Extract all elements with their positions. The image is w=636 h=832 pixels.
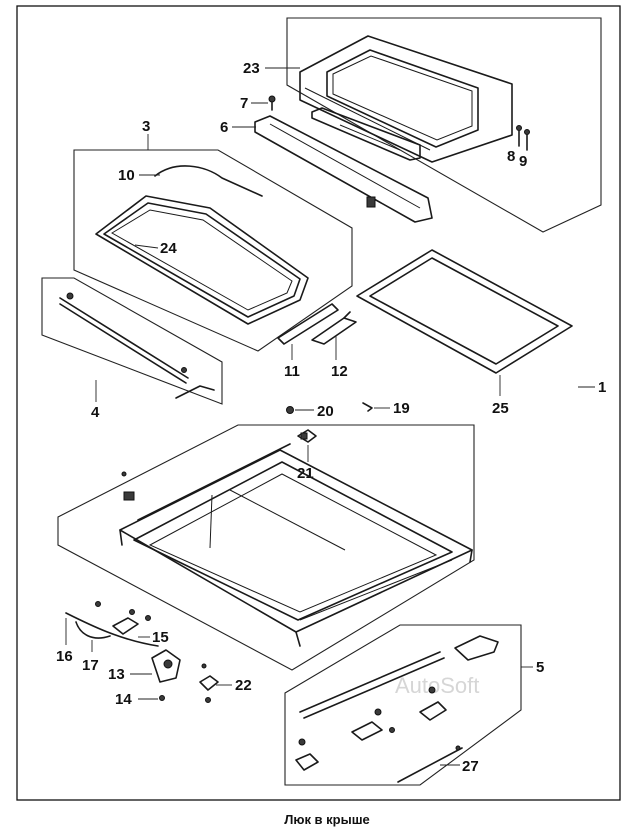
part-23-rail — [311, 107, 421, 161]
part-22-switch — [199, 663, 219, 703]
callout-12: 12 — [331, 363, 348, 380]
part-23-shade-frame — [299, 35, 513, 163]
callout-11: 11 — [284, 363, 300, 380]
panel-main-frame — [57, 424, 475, 671]
panel-group-4 — [41, 277, 223, 405]
part-1-sunroof-frame — [119, 443, 473, 647]
callout-19: 19 — [393, 400, 410, 417]
callout-10: 10 — [118, 167, 135, 184]
part-17-harness — [75, 621, 111, 639]
part-16-cable — [65, 601, 159, 647]
panel-group-5 — [284, 624, 522, 786]
watermark: AutoSoft — [395, 673, 479, 698]
part-13-motor — [151, 649, 181, 683]
callout-14: 14 — [115, 691, 132, 708]
part-8-screw — [516, 125, 522, 147]
part-25-weatherstrip — [356, 249, 573, 374]
part-27-cable — [397, 745, 463, 783]
callout-1: 1 — [598, 379, 606, 396]
callout-5: 5 — [536, 659, 544, 676]
part-4-sunshade-rod — [59, 292, 215, 399]
callout-15: 15 — [152, 629, 169, 646]
part-12-bracket — [311, 311, 357, 345]
callout-24: 24 — [160, 240, 177, 257]
part-9-screw — [524, 129, 530, 151]
part-3-glass-panel — [95, 195, 309, 325]
callout-7: 7 — [240, 95, 248, 112]
part-20-nut — [286, 406, 294, 414]
callout-23: 23 — [243, 60, 260, 77]
callout-16: 16 — [56, 648, 73, 665]
part-14-screw — [159, 695, 165, 701]
callout-27: 27 — [462, 758, 479, 775]
panel-group-3 — [73, 149, 353, 352]
callout-9: 9 — [519, 153, 527, 170]
panel-group-23 — [286, 17, 602, 233]
part-7-screw — [268, 95, 276, 111]
part-21-bracket — [297, 429, 317, 443]
part-19-clip — [362, 402, 373, 412]
callout-3: 3 — [142, 118, 150, 135]
callout-17: 17 — [82, 657, 99, 674]
callout-22: 22 — [235, 677, 252, 694]
callout-4: 4 — [91, 404, 100, 421]
diagram-frame — [16, 5, 621, 801]
callout-6: 6 — [220, 119, 228, 136]
callout-13: 13 — [108, 666, 125, 683]
callout-25: 25 — [492, 400, 509, 417]
part-5-mechanism — [295, 635, 499, 771]
callout-8: 8 — [507, 148, 515, 165]
part-15-relay — [112, 609, 151, 635]
part-11-guide — [277, 303, 339, 345]
diagram-caption: Люк в крыше — [284, 812, 370, 827]
part-6-front-bracket — [254, 115, 433, 223]
part-10-seal-strip — [154, 165, 263, 197]
callout-20: 20 — [317, 403, 334, 420]
